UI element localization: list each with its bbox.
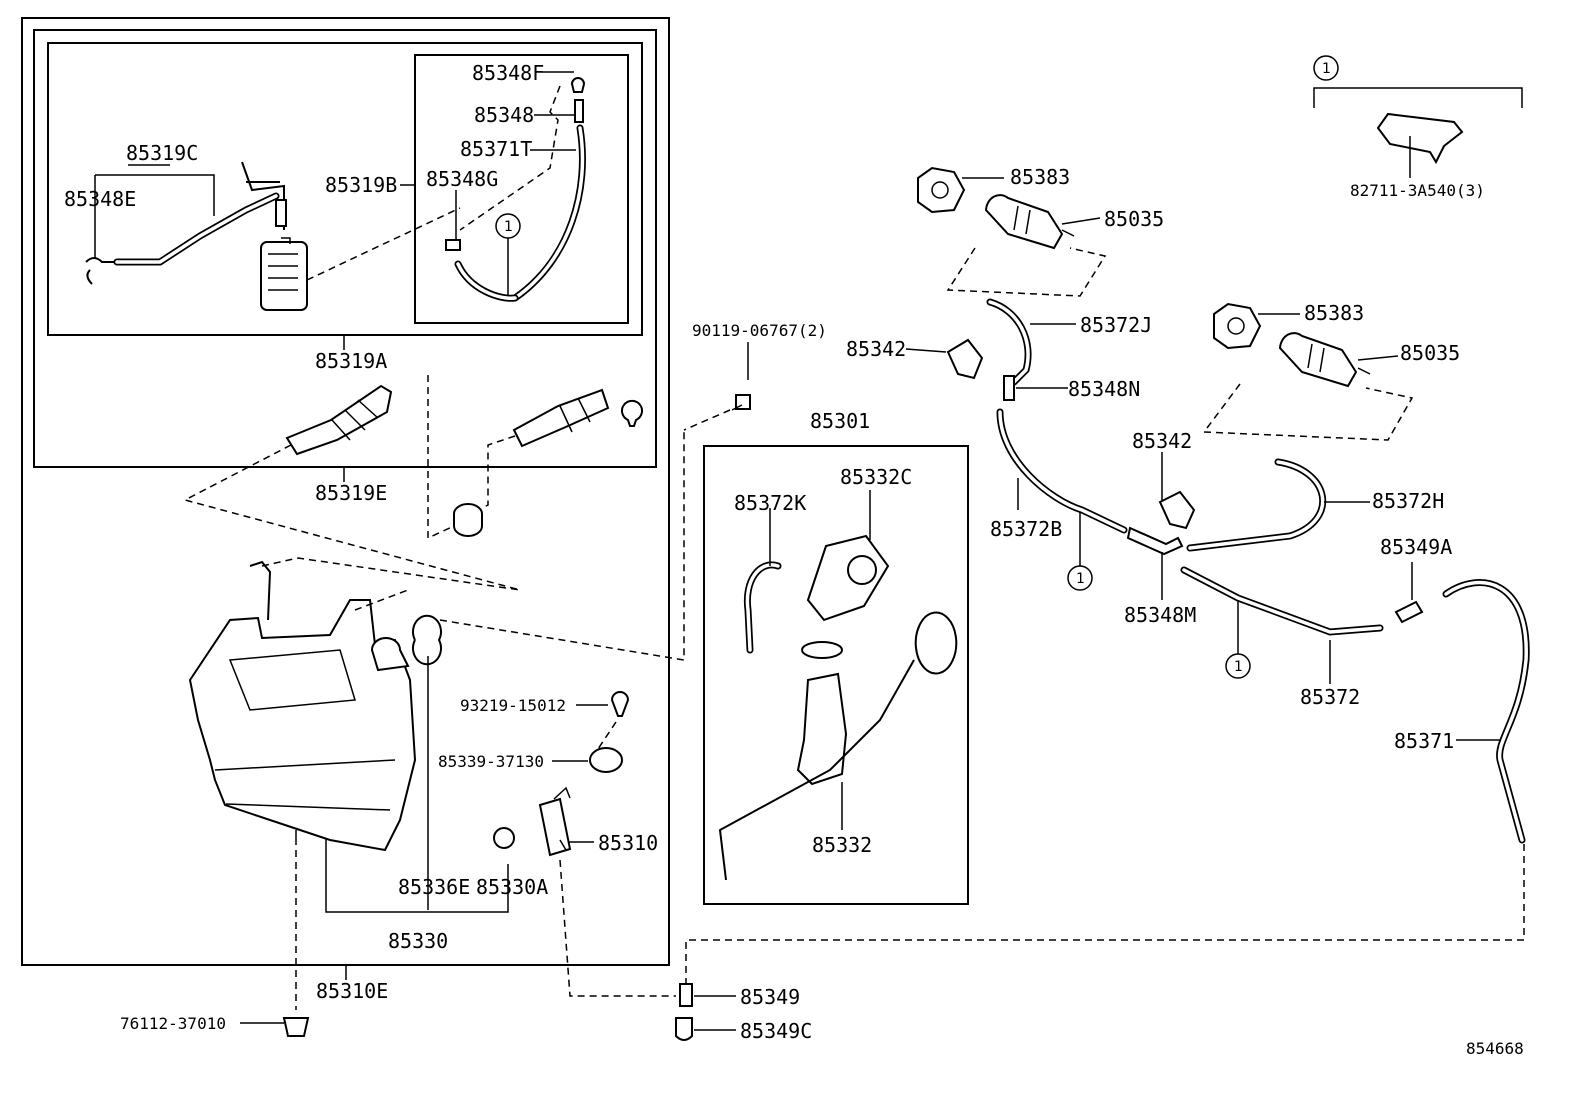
connector-85348	[574, 99, 584, 123]
callout-1-c-text: 1	[1234, 659, 1243, 675]
cap-strap	[718, 659, 915, 881]
label-85319e: 85319E	[315, 481, 387, 505]
nozzle-85035-upper	[984, 194, 1064, 250]
label-85319a: 85319A	[315, 349, 387, 373]
callout-1-b-text: 1	[1076, 571, 1085, 587]
label-90119: 90119-06767(2)	[692, 321, 827, 340]
elbow-85348g	[445, 239, 461, 251]
nozzle-cap-85383-lower	[1213, 302, 1262, 350]
label-85348g: 85348G	[426, 167, 498, 191]
label-85372j: 85372J	[1080, 313, 1152, 337]
bolt-93219	[610, 691, 630, 717]
nozzle-cap-85383-upper	[917, 166, 966, 214]
label-85372b: 85372B	[990, 517, 1062, 541]
label-93219: 93219-15012	[460, 696, 566, 715]
label-85301: 85301	[810, 409, 870, 433]
label-85336e: 85336E	[398, 875, 470, 899]
label-85349: 85349	[740, 985, 800, 1009]
callout-1-b	[1067, 565, 1093, 591]
label-85348m: 85348M	[1124, 603, 1196, 627]
inlet-ring	[801, 641, 844, 659]
hose-sub-frame	[47, 42, 643, 336]
label-85332: 85332	[812, 833, 872, 857]
joint-85348n	[1003, 375, 1015, 401]
label-85372: 85372	[1300, 685, 1360, 709]
washer-tank	[188, 599, 417, 852]
label-85348f: 85348F	[472, 61, 544, 85]
clip-85342-upper	[946, 338, 984, 380]
label-85349a: 85349A	[1380, 535, 1452, 559]
pump-85310	[538, 797, 572, 857]
label-85330a: 85330A	[476, 875, 548, 899]
clip-ring	[621, 399, 643, 427]
tank-seal-85336e	[412, 614, 442, 666]
label-76112: 76112-37010	[120, 1014, 226, 1033]
filler-cap	[914, 611, 958, 675]
label-85372k: 85372K	[734, 491, 806, 515]
nozzle-left	[285, 384, 393, 456]
label-85342-lower: 85342	[1132, 429, 1192, 453]
clip-85339	[589, 747, 624, 773]
label-85035-upper: 85035	[1104, 207, 1164, 231]
label-85310: 85310	[598, 831, 658, 855]
label-85383-upper: 85383	[1010, 165, 1070, 189]
callout-1-legend	[1313, 55, 1339, 81]
nozzle-85035-lower	[1278, 332, 1358, 388]
grommet-76112	[282, 1017, 310, 1037]
grommet-85330a	[493, 827, 516, 849]
tank-neck	[370, 637, 410, 672]
grommet-85319e	[453, 503, 483, 537]
label-85035-lower: 85035	[1400, 341, 1460, 365]
nozzle-hose-frame	[414, 54, 629, 324]
inlet-pipe-85332c	[806, 534, 890, 622]
nozzle-right	[512, 388, 610, 448]
label-85371t: 85371T	[460, 137, 532, 161]
label-85330: 85330	[388, 929, 448, 953]
callout-1-a-text: 1	[504, 219, 513, 235]
tank-bracket	[249, 560, 272, 621]
label-85319c: 85319C	[126, 141, 198, 165]
label-85339: 85339-37130	[438, 752, 544, 771]
label-85349c: 85349C	[740, 1019, 812, 1043]
hose-85372h	[1186, 458, 1327, 552]
hose-end-85319c	[275, 199, 287, 227]
label-82711: 82711-3A540(3)	[1350, 181, 1485, 200]
hose-assembly-frame	[33, 29, 657, 468]
label-85310e: 85310E	[316, 979, 388, 1003]
label-85348: 85348	[474, 103, 534, 127]
hose-85372b	[996, 408, 1128, 534]
label-85348n: 85348N	[1068, 377, 1140, 401]
inlet-assembly-frame	[703, 445, 969, 905]
label-85372h: 85372H	[1372, 489, 1444, 513]
clip-82711	[1376, 112, 1464, 165]
label-85319b: 85319B	[325, 173, 397, 197]
connector-block	[260, 241, 308, 311]
cap-85348f	[570, 77, 586, 93]
callout-1-legend-text: 1	[1322, 61, 1331, 77]
label-85371: 85371	[1394, 729, 1454, 753]
label-85342-upper: 85342	[846, 337, 906, 361]
clip-85342-lower	[1158, 490, 1196, 530]
cap-85349c	[675, 1017, 693, 1041]
label-85348e: 85348E	[64, 187, 136, 211]
callout-1-c	[1225, 653, 1251, 679]
elbow-85348e	[85, 257, 114, 285]
joint-85349	[679, 983, 693, 1007]
tank-assembly-frame	[21, 17, 670, 966]
inlet-tube	[796, 672, 848, 786]
label-85383-lower: 85383	[1304, 301, 1364, 325]
joint-85348m	[1126, 526, 1184, 556]
hose-85372	[1180, 566, 1384, 636]
joint-85349a	[1394, 600, 1424, 624]
diagram-id: 854668	[1466, 1039, 1524, 1058]
label-85332c: 85332C	[840, 465, 912, 489]
